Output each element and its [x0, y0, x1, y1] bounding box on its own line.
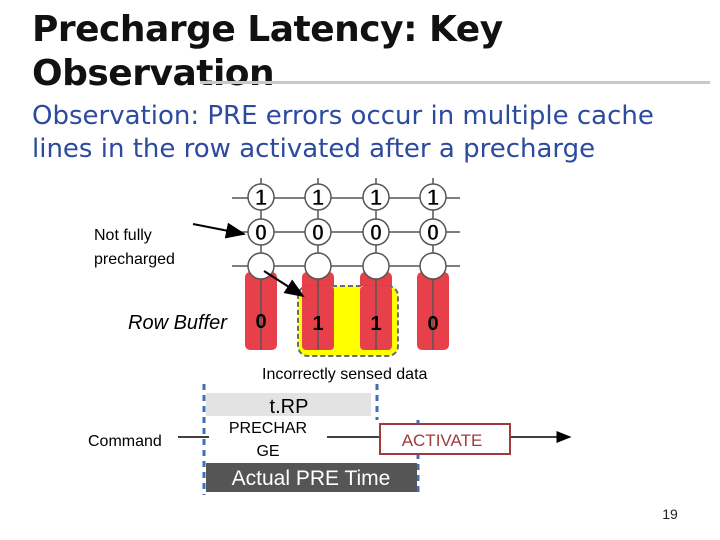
- precharge-box: [209, 422, 327, 456]
- dram-cell: [362, 183, 390, 211]
- cell-value-row1: 1: [370, 185, 382, 210]
- row-buffer-value: 0: [427, 313, 438, 335]
- dram-cells: [247, 183, 447, 280]
- slide-title: Precharge Latency: Key Observation: [32, 9, 503, 94]
- trp-label: t.RP: [270, 396, 309, 418]
- cell-value-row1: 1: [312, 185, 324, 210]
- actual-pre-label: Actual PRE Time: [232, 467, 391, 490]
- cell-value-row2: 0: [427, 220, 439, 245]
- dram-cell: [304, 218, 332, 246]
- activate-label: ACTIVATE: [402, 431, 483, 450]
- trp-bar: [206, 393, 371, 416]
- dram-cell: [419, 252, 447, 280]
- cell-value-row2: 0: [255, 220, 267, 245]
- title-divider: [200, 81, 710, 84]
- cell-value-row1: 1: [255, 185, 267, 210]
- row-buffer-value: 0: [255, 311, 266, 333]
- cell-value-row1: 1: [427, 185, 439, 210]
- dram-cell: [247, 183, 275, 211]
- dram-cell: [247, 218, 275, 246]
- precharge-label-1: PRECHAR: [229, 420, 307, 437]
- row-buffer-value: 1: [370, 313, 381, 335]
- activate-box: [379, 423, 511, 455]
- dram-cell: [419, 218, 447, 246]
- cell-value-row2: 0: [370, 220, 382, 245]
- not-fully-precharged-label-2: precharged: [94, 251, 175, 268]
- cell-value-row2: 0: [312, 220, 324, 245]
- not-fully-precharged-label-1: Not fully: [94, 227, 152, 244]
- page-number: 19: [662, 506, 678, 522]
- incorrect-data-label: Incorrectly sensed data: [262, 366, 428, 383]
- slide-subtitle: Observation: PRE errors occur in multipl…: [32, 101, 654, 164]
- wordline-arrow: [263, 270, 305, 298]
- row-buffer-label: Row Buffer: [128, 312, 228, 334]
- dram-cell: [419, 183, 447, 211]
- dram-cell: [362, 252, 390, 280]
- row-buffer-value: 1: [312, 313, 323, 335]
- actual-pre-bar: [206, 463, 417, 492]
- precharge-label-2: GE: [256, 443, 279, 460]
- command-label: Command: [88, 433, 162, 450]
- dram-cell: [362, 218, 390, 246]
- precharge-arrow: [192, 222, 246, 239]
- dram-cell: [304, 252, 332, 280]
- dram-cell: [304, 183, 332, 211]
